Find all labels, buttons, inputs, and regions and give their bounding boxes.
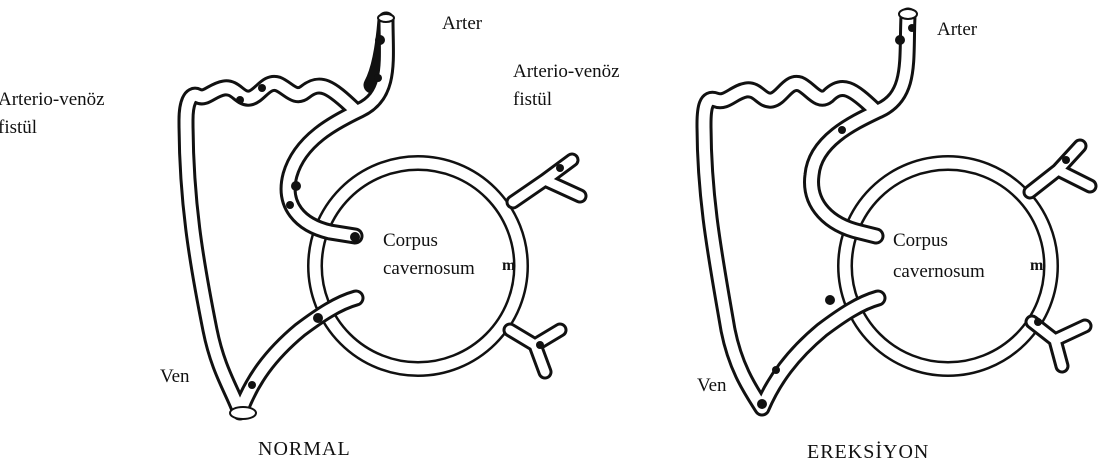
normal-caption: NORMAL: [258, 438, 351, 461]
normal-av-fistula-right-line2: fistül: [513, 88, 552, 112]
erection-caption: EREKSİYON: [807, 441, 929, 464]
erection-panel-drawing: [704, 9, 1090, 409]
normal-corpus-label-line1: Corpus: [383, 229, 438, 253]
erection-corpus-label-line1: Corpus: [893, 229, 948, 253]
erection-vein-label: Ven: [697, 374, 727, 398]
normal-av-fistula-left-line2: fistül: [0, 117, 37, 138]
normal-marker: m: [502, 257, 515, 275]
normal-artery-label: Arter: [442, 12, 482, 36]
erection-corpus-label-line2: cavernosum: [893, 260, 985, 284]
erection-artery-label: Arter: [937, 18, 977, 42]
erection-marker: m: [1030, 257, 1043, 275]
normal-av-fistula-left-label-line1: Arterio-venöz: [0, 88, 105, 112]
normal-av-fistula-right-line1: Arterio-venöz: [513, 60, 620, 84]
normal-av-fistula-left-line1: Arterio-venöz: [0, 89, 105, 110]
normal-av-fistula-left-label-line2: fistül: [0, 116, 37, 140]
normal-corpus-label-line2: cavernosum: [383, 257, 475, 281]
normal-vein-label: Ven: [160, 365, 190, 389]
